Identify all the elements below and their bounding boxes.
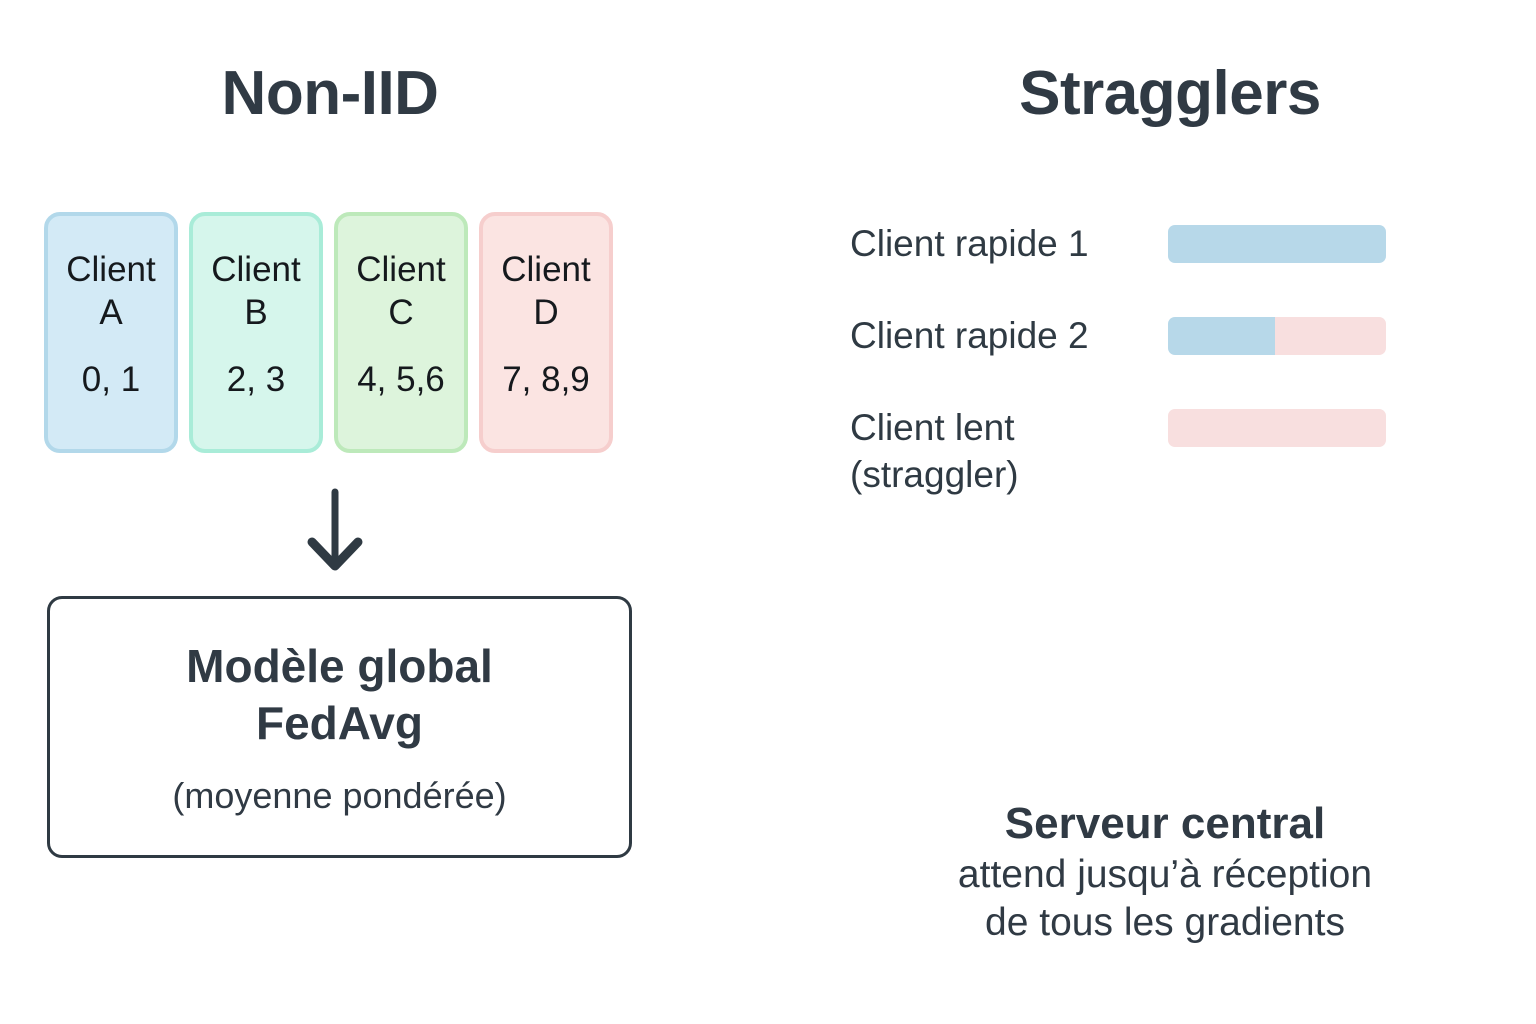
client-card-d-digits: 7, 8,9	[502, 360, 590, 400]
straggler-row-2-label: Client rapide 2	[850, 315, 1089, 356]
bar-segment-wait	[1168, 409, 1386, 447]
straggler-row-1-label: Client rapide 1	[850, 223, 1089, 264]
bar-segment-wait	[1274, 317, 1386, 355]
client-card-a: Client A 0, 1	[44, 212, 178, 453]
global-model-box: Modèle global FedAvg (moyenne pondérée)	[47, 596, 632, 858]
straggler-rows: Client rapide 1 Client rapide 2 Client l…	[850, 220, 1470, 496]
global-model-subtitle: (moyenne pondérée)	[172, 774, 507, 816]
server-title: Serveur central	[1004, 799, 1326, 848]
straggler-row-3: Client lent (straggler)	[850, 404, 1470, 496]
page-title-stragglers: Stragglers	[1019, 59, 1321, 128]
client-card-d-name: Client D	[501, 250, 591, 333]
client-card-a-name: Client A	[66, 250, 156, 333]
server-subtitle: attend jusqu’à réception de tous les gra…	[957, 852, 1373, 945]
client-card-c-digits: 4, 5,6	[357, 360, 445, 400]
panel-non-iid: Non-IID Client A 0, 1 Client B 2, 3 Clie…	[0, 0, 700, 1024]
arrow-down-icon-left	[298, 488, 372, 581]
straggler-row-1: Client rapide 1	[850, 220, 1470, 312]
client-cards-row: Client A 0, 1 Client B 2, 3 Client C 4, …	[44, 212, 613, 453]
page-title-non-iid: Non-IID	[221, 59, 439, 128]
client-card-b-digits: 2, 3	[226, 360, 286, 400]
straggler-row-2-bar	[1168, 317, 1386, 355]
straggler-row-3-bar	[1168, 409, 1386, 447]
bar-segment-fast	[1168, 225, 1386, 263]
straggler-row-2: Client rapide 2	[850, 312, 1470, 404]
global-model-line1: Modèle global	[186, 639, 493, 692]
client-card-b: Client B 2, 3	[189, 212, 323, 453]
panel-stragglers: Stragglers Client rapide 1 Client rapide…	[790, 0, 1536, 1024]
client-card-a-digits: 0, 1	[81, 360, 141, 400]
bar-segment-fast	[1168, 317, 1275, 355]
straggler-row-1-bar	[1168, 225, 1386, 263]
client-card-c-name: Client C	[356, 250, 446, 333]
client-card-d: Client D 7, 8,9	[479, 212, 613, 453]
straggler-row-3-label: Client lent (straggler)	[850, 407, 1019, 496]
client-card-b-name: Client B	[211, 250, 301, 333]
server-caption: Serveur central attend jusqu’à réception…	[860, 798, 1470, 948]
client-card-c: Client C 4, 5,6	[334, 212, 468, 453]
global-model-line2: FedAvg	[256, 697, 423, 749]
